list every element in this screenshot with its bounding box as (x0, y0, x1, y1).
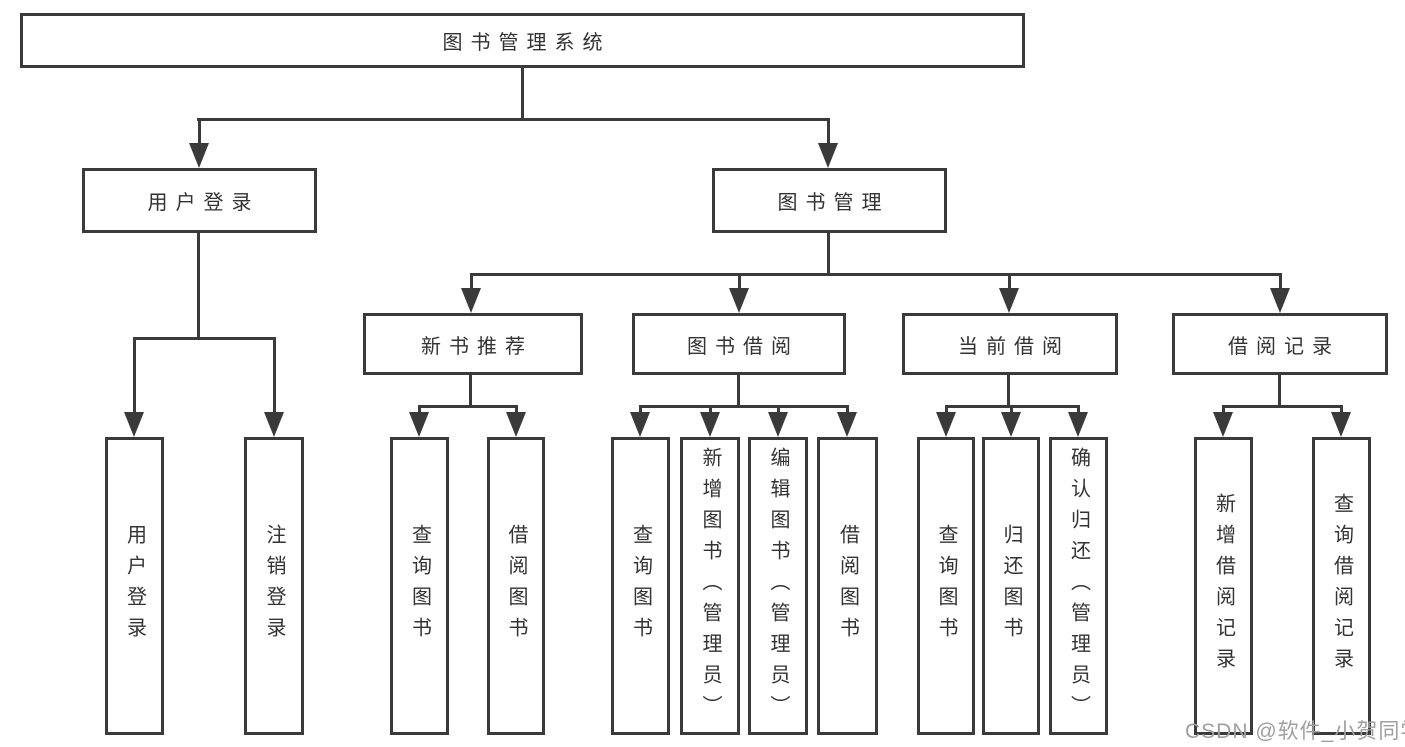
connector-book-mgmt-hline (470, 273, 1281, 276)
node-new-book-rec: 新书推荐 (363, 313, 583, 375)
node-book-borrow: 图书借阅 (632, 313, 846, 375)
arrow-to-bb-query (629, 405, 651, 437)
leaf-bb-query-books-label: 查询图书 (629, 524, 652, 648)
node-book-borrow-label: 图书借阅 (687, 335, 799, 358)
leaf-br-query-record-label: 查询借阅记录 (1330, 493, 1353, 679)
connector-borrow-records-stem (1278, 375, 1281, 408)
connector-borrow-records-hline (1222, 405, 1342, 408)
leaf-cb-confirm-return: 确认归还（管理员） (1049, 437, 1108, 735)
leaf-cb-return-books-label: 归还图书 (1000, 524, 1022, 648)
arrow-to-cb-return (1000, 405, 1022, 437)
csdn-watermark: CSDN @软件_小贺同学 (1185, 720, 1405, 743)
leaf-nb-query-books-label: 查询图书 (408, 524, 431, 648)
leaf-nb-query-books: 查询图书 (390, 437, 449, 735)
leaf-nb-borrow-books: 借阅图书 (487, 437, 545, 735)
leaf-cb-query-books: 查询图书 (917, 437, 975, 735)
arrow-to-book-borrow (728, 273, 750, 313)
connector-new-book-rec-hline (418, 405, 517, 408)
arrow-to-cb-confirm (1067, 405, 1089, 437)
connector-root-hline (197, 118, 830, 121)
leaf-user-login: 用户登录 (105, 437, 164, 735)
connector-root-stem (521, 67, 524, 121)
leaf-logout: 注销登录 (244, 437, 304, 735)
node-borrow-records: 借阅记录 (1172, 313, 1388, 375)
leaf-bb-query-books: 查询图书 (611, 437, 670, 735)
arrow-to-bb-add (699, 405, 721, 437)
arrow-to-bb-borrow (836, 405, 858, 437)
leaf-cb-return-books: 归还图书 (982, 437, 1040, 735)
arrow-to-br-query (1330, 405, 1352, 437)
arrow-to-user-login (188, 118, 210, 168)
node-book-mgmt: 图书管理 (712, 168, 947, 233)
node-current-borrow-label: 当前借阅 (958, 335, 1070, 358)
connector-book-mgmt-stem (827, 233, 830, 276)
leaf-bb-edit-books-label: 编辑图书（管理员） (767, 446, 789, 726)
connector-user-login-stem (197, 233, 200, 340)
leaf-cb-confirm-return-label: 确认归还（管理员） (1067, 446, 1090, 726)
arrow-to-borrow-records (1269, 273, 1291, 313)
connector-user-login-hline (133, 337, 276, 340)
leaf-bb-borrow-books-label: 借阅图书 (836, 524, 859, 648)
leaf-bb-add-books: 新增图书（管理员） (680, 437, 740, 735)
arrow-to-nb-borrow (505, 405, 527, 437)
leaf-br-query-record: 查询借阅记录 (1312, 437, 1371, 735)
node-user-login-label: 用户登录 (147, 192, 260, 214)
leaf-bb-edit-books: 编辑图书（管理员） (748, 437, 808, 735)
leaf-bb-add-books-label: 新增图书（管理员） (699, 446, 721, 726)
node-root-label: 图书管理系统 (442, 32, 611, 54)
node-current-borrow: 当前借阅 (902, 313, 1118, 375)
connector-new-book-rec-stem (469, 375, 472, 408)
node-book-mgmt-label: 图书管理 (777, 192, 890, 214)
arrow-to-new-book-rec (460, 273, 482, 313)
leaf-bb-borrow-books: 借阅图书 (817, 437, 878, 735)
arrow-to-nb-query (408, 405, 430, 437)
leaf-br-add-record-label: 新增借阅记录 (1212, 493, 1235, 679)
connector-current-borrow-stem (1007, 375, 1010, 408)
arrow-to-book-mgmt (817, 118, 839, 168)
arrow-to-user-login-leaf (123, 337, 145, 437)
arrow-to-current-borrow (998, 273, 1020, 313)
arrow-to-logout-leaf (263, 337, 285, 437)
node-user-login: 用户登录 (82, 168, 317, 233)
leaf-cb-query-books-label: 查询图书 (935, 524, 957, 648)
connector-book-borrow-stem (737, 375, 740, 408)
leaf-logout-label: 注销登录 (263, 524, 285, 648)
arrow-to-br-add (1212, 405, 1234, 437)
arrow-to-cb-query (935, 405, 957, 437)
arrow-to-bb-edit (767, 405, 789, 437)
node-borrow-records-label: 借阅记录 (1228, 335, 1340, 358)
leaf-nb-borrow-books-label: 借阅图书 (505, 524, 527, 648)
leaf-user-login-label: 用户登录 (123, 524, 146, 648)
connector-book-borrow-hline (639, 405, 848, 408)
node-new-book-rec-label: 新书推荐 (421, 335, 533, 358)
node-root: 图书管理系统 (20, 13, 1025, 68)
leaf-br-add-record: 新增借阅记录 (1194, 437, 1253, 735)
